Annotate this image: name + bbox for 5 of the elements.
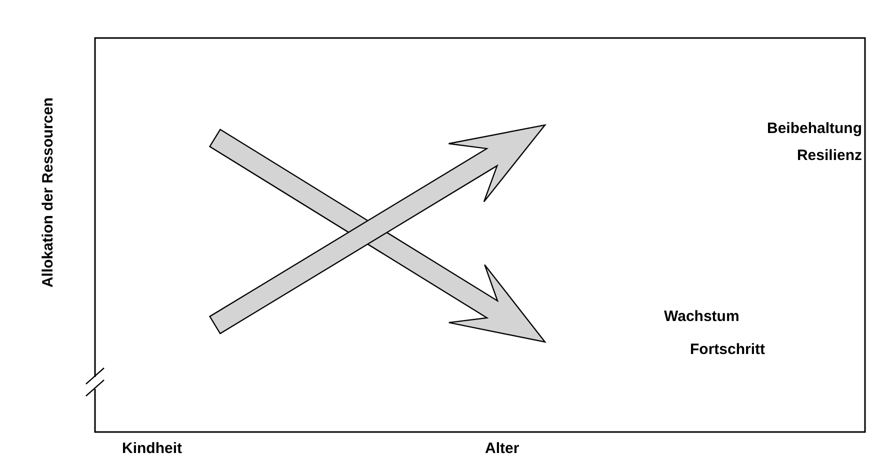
axis-title: Allokation der Ressourcen: [38, 96, 58, 290]
region-label: Beibehaltung Resilienz: [766, 119, 862, 166]
axis-label: Alter: [485, 439, 520, 459]
axis-label: Kindheit: [122, 439, 182, 459]
region-label: Wachstum Fortschritt: [664, 307, 766, 360]
